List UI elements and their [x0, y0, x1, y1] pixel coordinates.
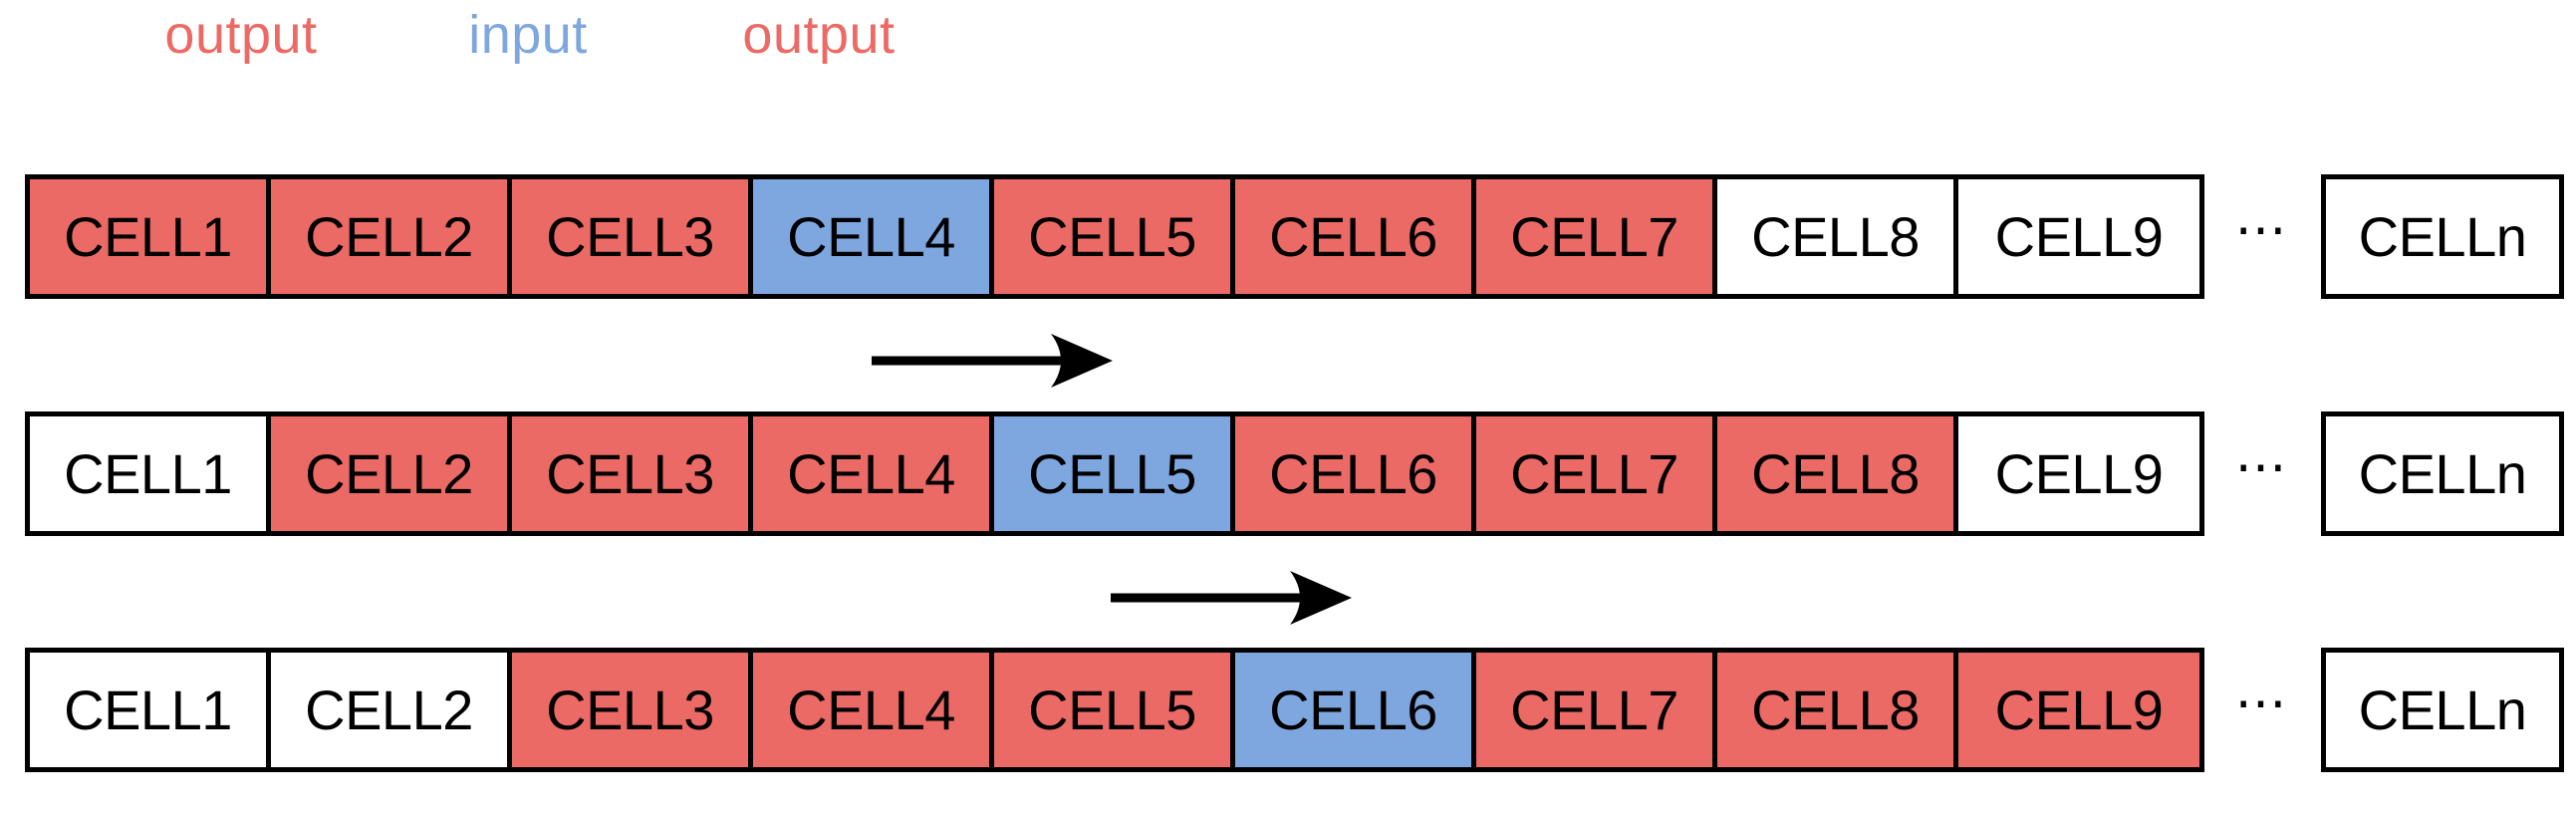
cell-cell7-row3[interactable]: CELL7	[1476, 653, 1717, 767]
output-label-left: output	[164, 5, 318, 65]
ellipsis-row3: ⋯	[2234, 674, 2291, 732]
cell-cell2-row1[interactable]: CELL2	[271, 179, 512, 294]
cell-cell1-row3[interactable]: CELL1	[30, 653, 271, 767]
input-label: input	[468, 5, 588, 65]
cell-cell1-row2[interactable]: CELL1	[30, 416, 271, 531]
ellipsis-row1: ⋯	[2234, 200, 2291, 259]
cell-cell4-row3[interactable]: CELL4	[753, 653, 994, 767]
cell-cell2-row3[interactable]: CELL2	[271, 653, 512, 767]
cell-cell5-row2[interactable]: CELL5	[994, 416, 1235, 531]
cell-cell4-row1[interactable]: CELL4	[753, 179, 994, 294]
cell-cell3-row1[interactable]: CELL3	[512, 179, 753, 294]
cell-cell8-row3[interactable]: CELL8	[1717, 653, 1958, 767]
cell-cell2-row2[interactable]: CELL2	[271, 416, 512, 531]
cell-cell5-row1[interactable]: CELL5	[994, 179, 1235, 294]
cell-celln-row2[interactable]: CELLn	[2321, 411, 2564, 536]
cell-cell3-row3[interactable]: CELL3	[512, 653, 753, 767]
shift-arrow-1	[872, 329, 1113, 393]
cell-cell9-row2[interactable]: CELL9	[1958, 416, 2199, 531]
output-label-right: output	[742, 5, 896, 65]
cell-celln-row3[interactable]: CELLn	[2321, 648, 2564, 772]
cell-cell8-row2[interactable]: CELL8	[1717, 416, 1958, 531]
cell-cell8-row1[interactable]: CELL8	[1717, 179, 1958, 294]
ellipsis-row2: ⋯	[2234, 437, 2291, 496]
cell-cell7-row1[interactable]: CELL7	[1476, 179, 1717, 294]
phase-labels: output input output	[0, 0, 2576, 100]
cell-cell9-row1[interactable]: CELL9	[1958, 179, 2199, 294]
cell-cell1-row1[interactable]: CELL1	[30, 179, 271, 294]
cell-cell9-row3[interactable]: CELL9	[1958, 653, 2199, 767]
cell-cell3-row2[interactable]: CELL3	[512, 416, 753, 531]
cell-cell7-row2[interactable]: CELL7	[1476, 416, 1717, 531]
cell-celln-row1[interactable]: CELLn	[2321, 174, 2564, 299]
cell-cell6-row1[interactable]: CELL6	[1235, 179, 1476, 294]
cell-cell5-row3[interactable]: CELL5	[994, 653, 1235, 767]
cell-cell4-row2[interactable]: CELL4	[753, 416, 994, 531]
cell-cell6-row2[interactable]: CELL6	[1235, 416, 1476, 531]
shift-arrow-2	[1111, 566, 1352, 630]
cell-cell6-row3[interactable]: CELL6	[1235, 653, 1476, 767]
